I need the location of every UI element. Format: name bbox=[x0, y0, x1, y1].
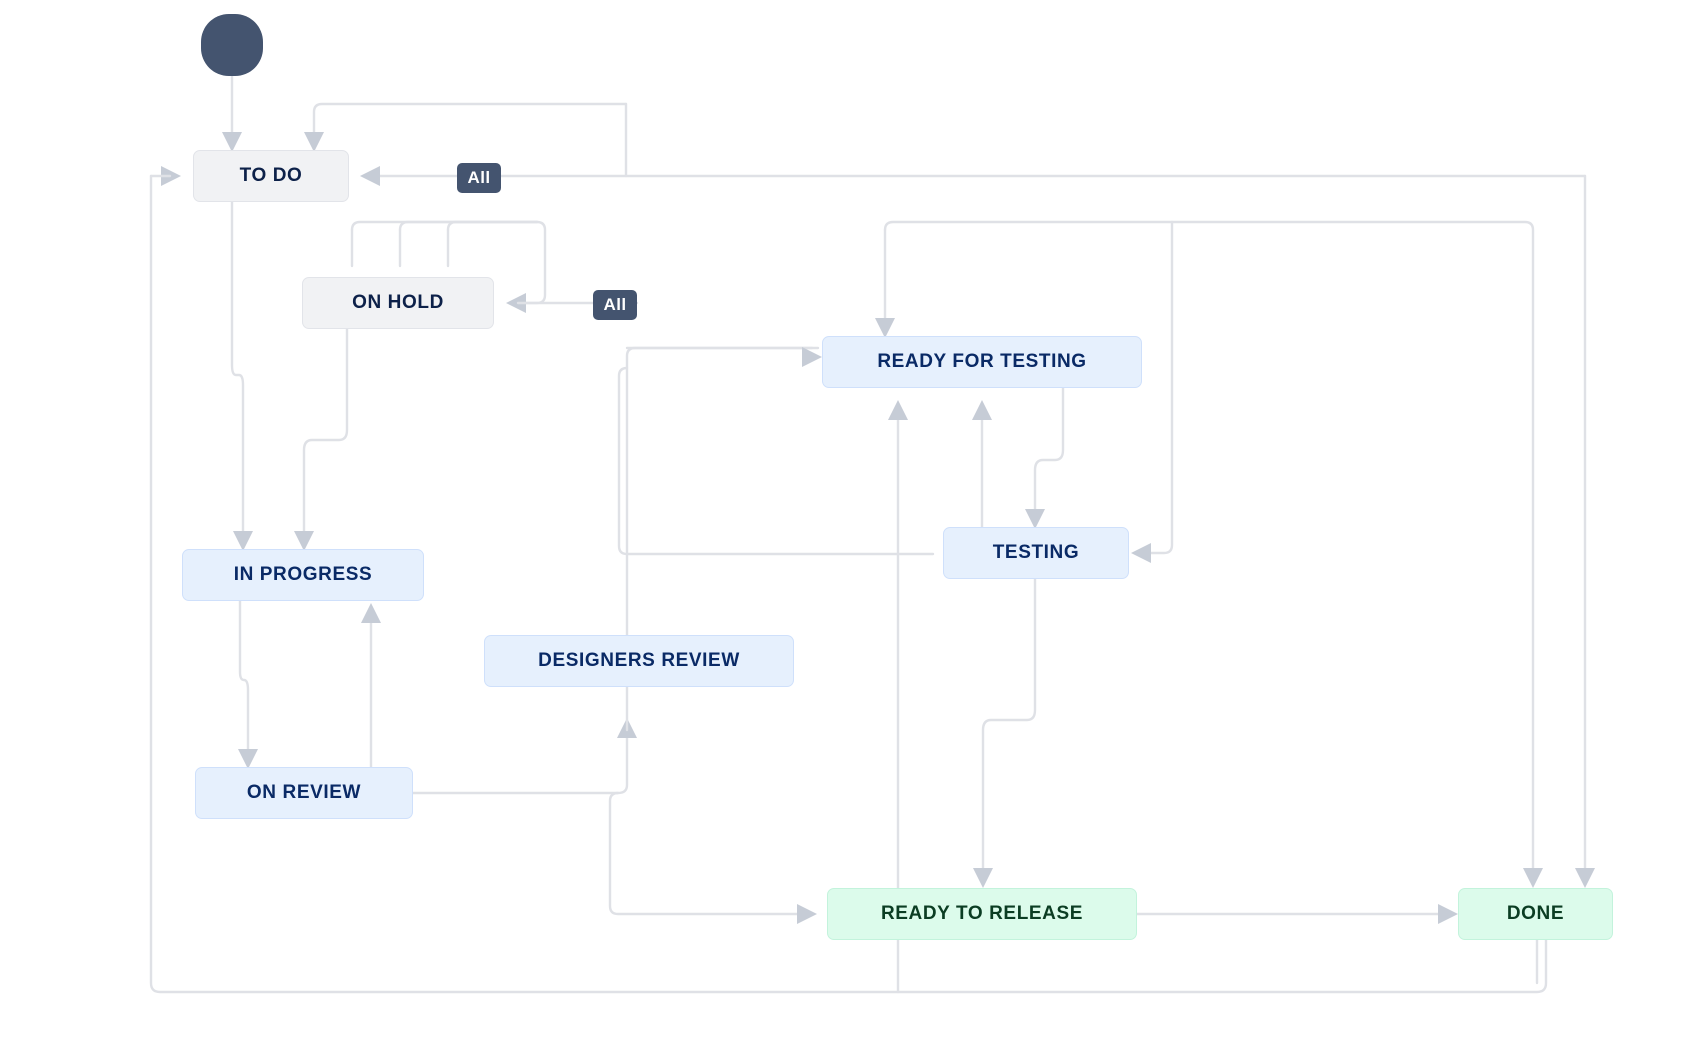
arrowhead-done-top-b bbox=[1523, 868, 1543, 888]
node-on-hold[interactable]: ON HOLD bbox=[302, 277, 494, 329]
arrowhead-inprogress-onreview bbox=[238, 749, 258, 769]
node-label-testing: TESTING bbox=[992, 542, 1080, 563]
arrowhead-rtr-rft bbox=[888, 400, 908, 420]
edge-todo-to-inprogress bbox=[230, 200, 245, 541]
node-to-do[interactable]: TO DO bbox=[193, 150, 349, 202]
node-on-review[interactable]: ON REVIEW bbox=[195, 767, 413, 819]
badge-all-on-hold-label: All bbox=[603, 295, 627, 314]
arrowhead-onhold-left bbox=[506, 293, 526, 313]
arrowhead-topbus-rft bbox=[875, 318, 895, 338]
arrowhead-all-todo-top bbox=[304, 132, 324, 152]
arrowhead-start-todo bbox=[222, 132, 242, 152]
start-node[interactable] bbox=[201, 14, 263, 76]
arrowhead-testing-rft bbox=[972, 400, 992, 420]
arrowhead-testing-rtr bbox=[973, 868, 993, 888]
edge-rightbus-to-testing bbox=[1141, 220, 1174, 555]
node-label-done: DONE bbox=[1506, 903, 1565, 924]
node-label-to-do: TO DO bbox=[239, 165, 303, 186]
edge-bus-onhold-rail-b bbox=[398, 220, 539, 232]
node-label-designers-review: DESIGNERS REVIEW bbox=[538, 650, 740, 671]
node-ready-for-testing[interactable]: READY FOR TESTING bbox=[822, 336, 1142, 388]
arrowhead-done-top-a bbox=[1575, 868, 1595, 888]
arrowhead-rightbus-testing bbox=[1131, 543, 1151, 563]
arrowhead-rft-testing bbox=[1025, 509, 1045, 529]
arrowhead-todo-inprogress bbox=[233, 531, 253, 551]
badge-all-to-do-label: All bbox=[467, 168, 491, 187]
node-designers-review[interactable]: DESIGNERS REVIEW bbox=[484, 635, 794, 687]
node-label-on-hold: ON HOLD bbox=[352, 292, 444, 313]
edge-bus-onhold-rail-c bbox=[446, 220, 539, 232]
node-label-in-progress: IN PROGRESS bbox=[233, 564, 373, 585]
node-done[interactable]: DONE bbox=[1458, 888, 1613, 940]
edge-rail-into-rft bbox=[617, 366, 935, 556]
edge-inprogress-to-onreview bbox=[238, 599, 250, 759]
edge-onhold-elbow bbox=[516, 220, 547, 305]
badge-all-to-do[interactable]: All bbox=[457, 163, 501, 193]
arrowhead-onreview-inprogress bbox=[361, 603, 381, 623]
edge-bus-onhold-rail bbox=[350, 220, 539, 232]
arrowhead-onreview-rtr bbox=[797, 904, 817, 924]
arrowhead-onhold-inprogress bbox=[294, 531, 314, 551]
edge-onreview-to-rtr bbox=[608, 791, 807, 916]
edge-all-into-todo-top bbox=[312, 102, 628, 142]
edge-testing-to-rtr bbox=[981, 577, 1037, 878]
arrowhead-designers-rft bbox=[802, 347, 822, 367]
edge-topbus-rail bbox=[883, 220, 1535, 878]
edge-rft-to-testing bbox=[1033, 386, 1065, 519]
node-label-on-review: ON REVIEW bbox=[246, 782, 362, 803]
arrowhead-all-todo-left bbox=[360, 166, 380, 186]
node-ready-to-release[interactable]: READY TO RELEASE bbox=[827, 888, 1137, 940]
edge-onhold-to-inprogress bbox=[302, 327, 349, 541]
edge-onreview-right-bus bbox=[411, 728, 629, 795]
node-label-ready-to-release: READY TO RELEASE bbox=[880, 903, 1084, 924]
edge-left-return-bus bbox=[149, 174, 1548, 994]
badge-all-on-hold[interactable]: All bbox=[593, 290, 637, 320]
node-in-progress[interactable]: IN PROGRESS bbox=[182, 549, 424, 601]
node-label-ready-for-testing: READY FOR TESTING bbox=[877, 351, 1087, 372]
node-testing[interactable]: TESTING bbox=[943, 527, 1129, 579]
arrowhead-rtr-done bbox=[1438, 904, 1458, 924]
